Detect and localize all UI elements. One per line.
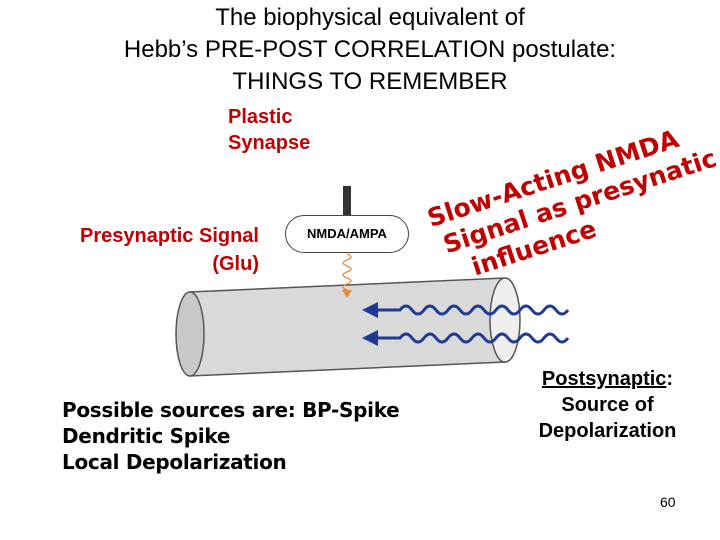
- title-line-2: Hebb’s PRE-POST CORRELATION postulate:: [123, 36, 617, 63]
- postsynaptic-text: Postsynaptic: Source of Depolarization: [515, 366, 700, 444]
- presynaptic-signal-label: Presynaptic Signal (Glu): [44, 222, 259, 278]
- postsynaptic-colon: :: [666, 368, 674, 390]
- sources-line-1: Possible sources are: BP-Spike: [62, 398, 400, 422]
- slow-acting-nmda-text: Slow-Acting NMDA Signal as presynatic in…: [424, 124, 720, 282]
- bp-wave-lower: [372, 332, 570, 344]
- presynaptic-signal-line-1: Presynaptic Signal: [80, 225, 259, 247]
- plastic-synapse-line-2: Synapse: [228, 132, 311, 154]
- postsynaptic-line-2: Source of: [561, 394, 654, 416]
- bp-wave-upper-arrowhead: [362, 302, 378, 318]
- presynaptic-terminal: [343, 186, 351, 216]
- dendrite-left-cap: [175, 291, 205, 377]
- sources-line-3: Local Depolarization: [62, 450, 287, 474]
- slide-title: The biophysical equivalent of Hebb’s PRE…: [0, 2, 720, 98]
- nmda-ampa-receptor: NMDA/AMPA: [285, 215, 409, 253]
- signal-arrowhead: [342, 290, 352, 298]
- bp-wave-upper: [372, 304, 570, 316]
- plastic-synapse-line-1: Plastic: [228, 106, 293, 128]
- plastic-synapse-label: Plastic Synapse: [228, 104, 310, 156]
- title-line-1: The biophysical equivalent of: [215, 4, 525, 31]
- signal-squiggle: [342, 253, 352, 291]
- dendrite-end-cap: [489, 277, 521, 363]
- presynaptic-signal-line-2: (Glu): [212, 253, 259, 275]
- dendrite-cylinder: [189, 277, 514, 377]
- postsynaptic-heading: Postsynaptic: [541, 368, 667, 390]
- postsynaptic-line-3: Depolarization: [538, 420, 677, 442]
- title-line-3: THINGS TO REMEMBER: [232, 68, 508, 95]
- nmda-ampa-label: NMDA/AMPA: [307, 226, 387, 241]
- possible-sources-text: Possible sources are: BP-Spike Dendritic…: [62, 397, 400, 475]
- sources-line-2: Dendritic Spike: [62, 424, 231, 448]
- bp-wave-lower-arrowhead: [362, 330, 378, 346]
- page-number: 60: [660, 494, 676, 510]
